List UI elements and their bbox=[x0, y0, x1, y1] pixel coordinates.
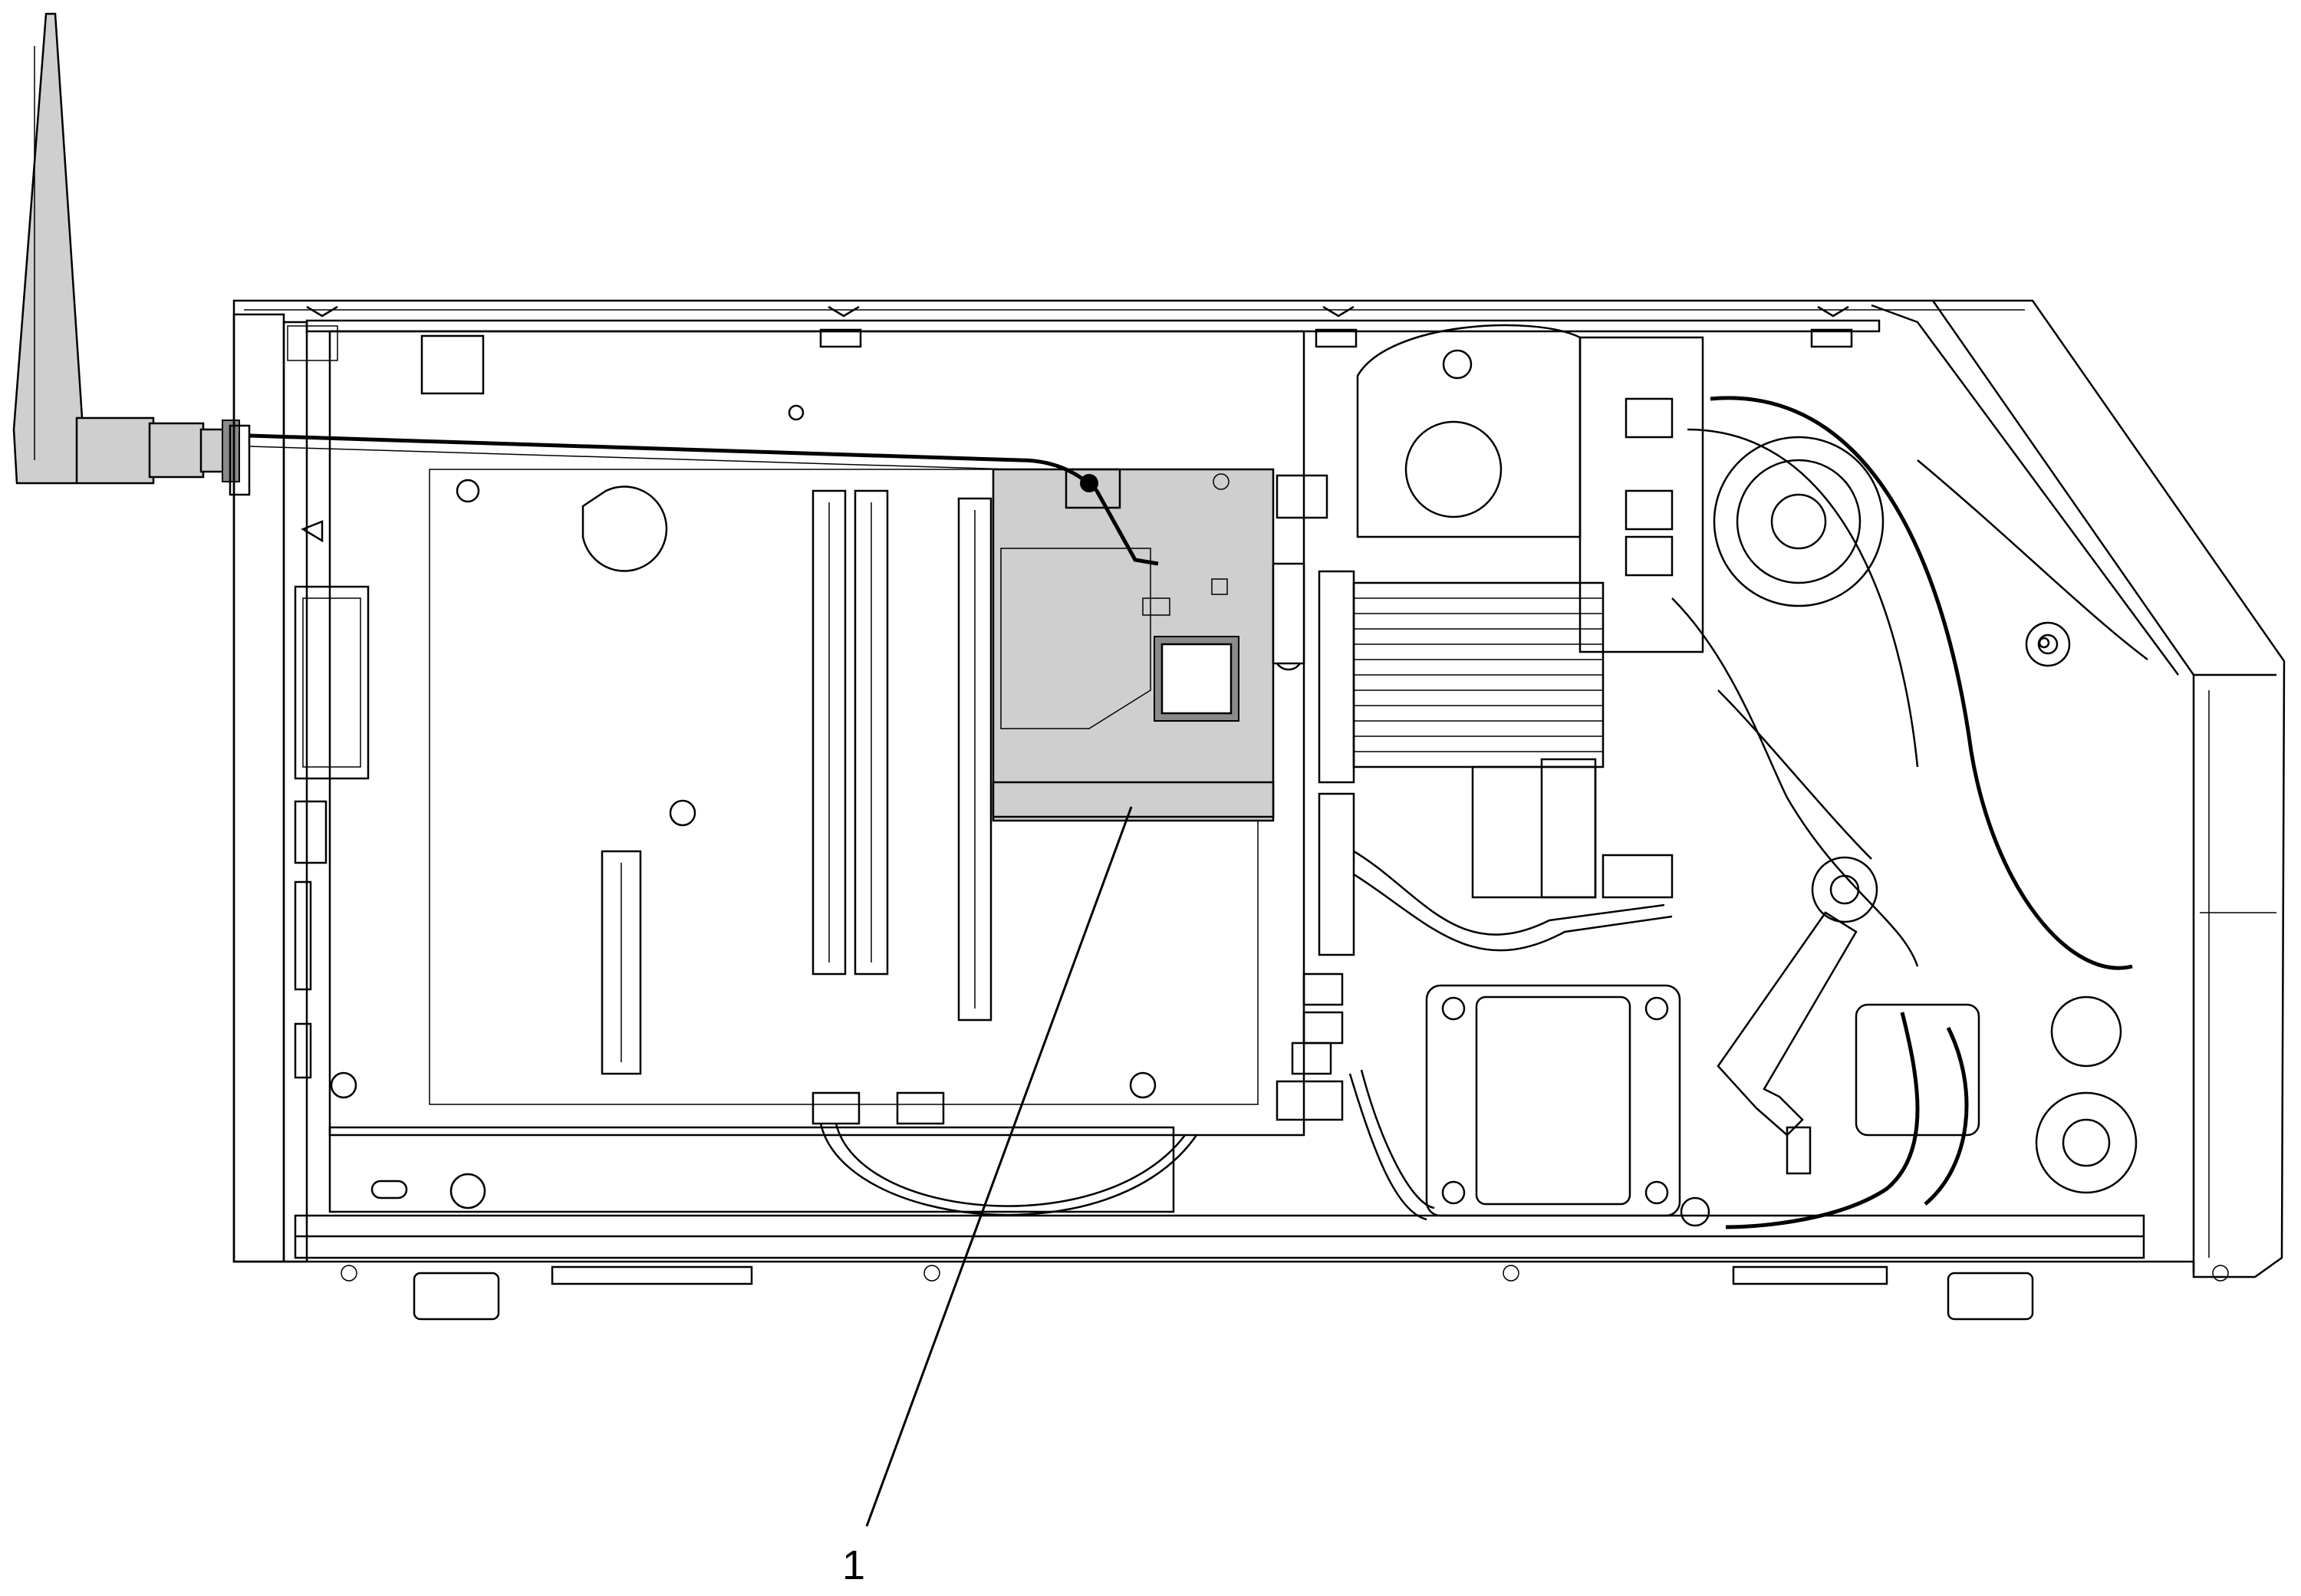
ribbon-cable bbox=[1276, 474, 1673, 1121]
side-ports bbox=[229, 424, 370, 1079]
memory-slots bbox=[811, 489, 992, 1022]
module-board bbox=[249, 433, 1305, 822]
main-board bbox=[287, 325, 1305, 1216]
antenna bbox=[12, 12, 240, 485]
callout-number-1: 1 bbox=[842, 1542, 866, 1588]
print-mechanism bbox=[1348, 324, 2148, 1229]
leader-line-1 bbox=[865, 806, 1133, 1527]
